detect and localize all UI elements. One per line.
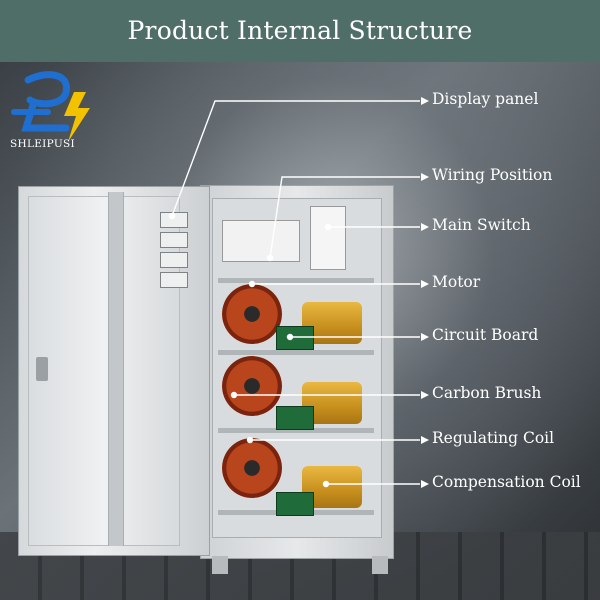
- label-display-panel: Display panel: [432, 90, 539, 108]
- display-meter: [160, 252, 188, 268]
- shelf: [218, 350, 374, 355]
- wiring-terminal-block: [222, 220, 300, 262]
- leader-wiring-position: [269, 176, 420, 259]
- brand-name: SHLEIPUSI: [10, 138, 75, 150]
- main-switch-breaker: [310, 206, 346, 270]
- page-title: Product Internal Structure: [0, 0, 600, 62]
- label-wiring-position: Wiring Position: [432, 166, 553, 184]
- door-hinge-strip: [108, 192, 124, 546]
- circuit-board-unit: [276, 492, 314, 516]
- circuit-board-unit: [276, 326, 314, 350]
- label-compensation-coil: Compensation Coil: [432, 473, 581, 491]
- label-circuit-board: Circuit Board: [432, 326, 539, 344]
- cabinet-foot: [212, 556, 228, 574]
- shelf: [218, 278, 374, 283]
- cabinet-foot: [372, 556, 388, 574]
- label-regulating-coil: Regulating Coil: [432, 429, 555, 447]
- shelf: [218, 428, 374, 433]
- door-handle-icon: [36, 357, 48, 381]
- regulating-coil-unit: [222, 284, 282, 344]
- regulating-coil-unit: [222, 438, 282, 498]
- leader-display-panel: [171, 100, 420, 217]
- label-motor: Motor: [432, 273, 481, 291]
- display-meter: [160, 272, 188, 288]
- regulating-coil-unit: [222, 356, 282, 416]
- label-carbon-brush: Carbon Brush: [432, 384, 542, 402]
- label-main-switch: Main Switch: [432, 216, 531, 234]
- door-panel: [28, 196, 180, 546]
- brand-logo-icon: [11, 71, 90, 142]
- circuit-board-unit: [276, 406, 314, 430]
- display-meter: [160, 232, 188, 248]
